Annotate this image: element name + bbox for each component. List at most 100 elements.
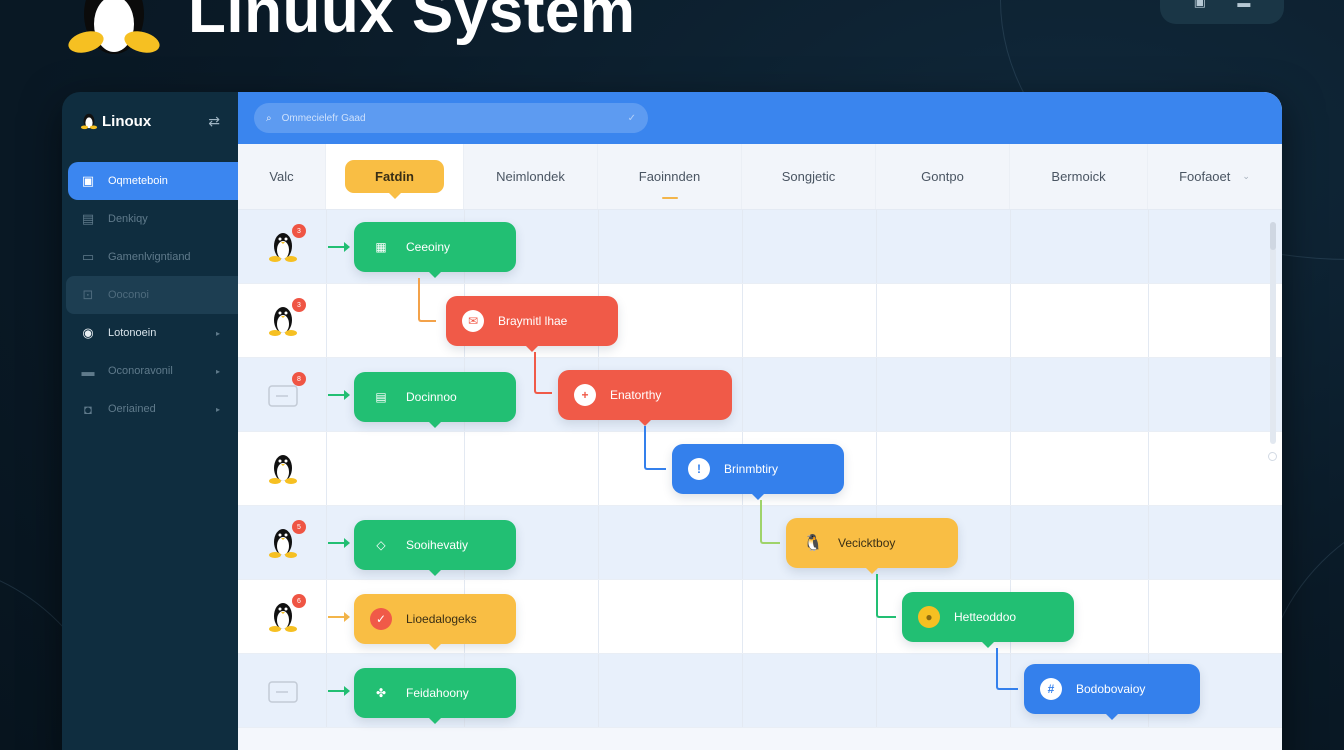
monitor-icon: 8	[266, 372, 306, 412]
sidebar-nav: ▣ Oqmeteboin ▤ Denkiqy ▭ Gamenlvigntiand…	[62, 162, 238, 428]
shield-check-icon: ◇	[376, 538, 386, 552]
penguin-icon	[80, 113, 98, 130]
node-label: Lioedalogeks	[406, 612, 477, 626]
tab-label: Bermoick	[1051, 169, 1106, 184]
node-label: Enatorthy	[610, 388, 662, 402]
column-divider	[1148, 358, 1149, 431]
tab-7[interactable]: Foofaoet⌄	[1148, 144, 1282, 209]
mic-icon[interactable]: ✓	[627, 112, 636, 124]
flow-arrow-icon	[328, 242, 350, 252]
node-label: Feidahoony	[406, 686, 469, 700]
tab-1[interactable]: Fatdin	[326, 144, 464, 209]
workflow-node[interactable]: # Bodobovaioy	[1024, 664, 1200, 720]
sidebar-item-label: Oconoravonil	[108, 365, 173, 377]
column-divider	[1148, 580, 1149, 653]
search-box[interactable]: ⌕ ✓	[254, 103, 648, 133]
workflow-node[interactable]: ! Brinmbtiry	[672, 444, 844, 500]
tab-label: Songjetic	[781, 169, 836, 184]
workflow-node[interactable]: + Enatorthy	[558, 370, 732, 426]
search-icon: ⌕	[266, 112, 272, 124]
node-connector	[644, 426, 666, 470]
column-divider	[326, 358, 327, 431]
column-divider	[1010, 654, 1011, 727]
sidebar-item-label: Ooconoi	[108, 289, 149, 301]
sidebar-toggle-icon[interactable]: ⇄	[208, 112, 220, 129]
app-window: Linoux ⇄ ▣ Oqmeteboin ▤ Denkiqy ▭ Gamenl…	[62, 92, 1282, 750]
search-input[interactable]	[281, 112, 618, 124]
window-controls: ▣ ▬	[1160, 0, 1284, 24]
column-divider	[876, 432, 877, 505]
message-icon: ✉	[462, 310, 484, 332]
hash-icon: #	[1040, 678, 1062, 700]
column-divider	[598, 654, 599, 727]
tab-4[interactable]: Songjetic	[742, 144, 876, 209]
column-divider	[1010, 284, 1011, 357]
sidebar-item-6[interactable]: ◘ Oeriained ▸	[62, 390, 238, 428]
notification-badge: 3	[292, 298, 306, 312]
tab-indicator	[661, 197, 678, 199]
workflow-node[interactable]: ✓ Lioedalogeks	[354, 594, 516, 650]
scrollbar-thumb[interactable]	[1270, 222, 1276, 250]
workflow-node[interactable]: ✤ Feidahoony	[354, 668, 516, 724]
sidebar-item-label: Denkiqy	[108, 213, 148, 225]
column-divider	[742, 284, 743, 357]
sidebar-item-2[interactable]: ▭ Gamenlvigntiand	[62, 238, 238, 276]
sidebar-item-5[interactable]: ▬ Oconoravonil ▸	[62, 352, 238, 390]
notification-badge: 6	[292, 594, 306, 608]
sidebar-item-3[interactable]: ⊡ Ooconoi	[66, 276, 238, 314]
sidebar-item-4[interactable]: ◉ Lotonoein ▸	[62, 314, 238, 352]
workflow-node[interactable]: 🐧 Vecicktboy	[786, 518, 958, 574]
chat-icon: ▤	[375, 390, 387, 404]
check-circle-icon: ✓	[370, 608, 392, 630]
brand: Linoux	[80, 112, 151, 130]
tab-0[interactable]: Valc	[238, 144, 326, 209]
tab-6[interactable]: Bermoick	[1010, 144, 1148, 209]
tab-3[interactable]: Faoinnden	[598, 144, 742, 209]
tab-5[interactable]: Gontpo	[876, 144, 1010, 209]
workflow-node[interactable]: ▤ Docinnoo	[354, 372, 516, 428]
workflow-row: 3	[238, 284, 1282, 358]
tab-label: Fatdin	[345, 160, 444, 199]
column-divider	[326, 432, 327, 505]
node-label: Brinmbtiry	[724, 462, 779, 476]
flow-arrow-icon	[328, 538, 350, 548]
plus-icon: +	[574, 384, 596, 406]
chevron-right-icon: ▸	[215, 404, 220, 414]
folder-icon: ▭	[81, 249, 95, 264]
sidebar-item-1[interactable]: ▤ Denkiqy	[62, 200, 238, 238]
column-divider	[742, 210, 743, 283]
workflow-node[interactable]: ✉ Braymitl lhae	[446, 296, 618, 352]
grid-icon: ▦	[375, 240, 387, 254]
node-label: Braymitl lhae	[498, 314, 568, 328]
column-divider	[876, 654, 877, 727]
workflow-node[interactable]: ◇ Sooihevatiy	[354, 520, 516, 576]
window-icon[interactable]: ▣	[1193, 0, 1206, 9]
notification-badge: 8	[292, 372, 306, 386]
node-label: Sooihevatiy	[406, 538, 469, 552]
penguin-icon: 🐧	[803, 535, 823, 552]
penguin-icon	[266, 452, 300, 486]
node-label: Hetteoddoo	[954, 610, 1017, 624]
column-divider	[1010, 506, 1011, 579]
penguin-icon: 3	[266, 298, 306, 338]
chevron-down-icon[interactable]: ⌄	[1242, 171, 1250, 181]
sidebar-item-label: Gamenlvigntiand	[108, 251, 191, 263]
sidebar-item-label: Lotonoein	[108, 327, 157, 339]
coin-icon: ●	[918, 606, 940, 628]
tab-2[interactable]: Neimlondek	[464, 144, 598, 209]
minimize-icon[interactable]: ▬	[1237, 0, 1251, 10]
column-divider	[742, 358, 743, 431]
sidebar-item-0[interactable]: ▣ Oqmeteboin	[68, 162, 238, 200]
vertical-scrollbar[interactable]	[1270, 222, 1276, 444]
workflow-node[interactable]: ▦ Ceeoiny	[354, 222, 516, 278]
chevron-right-icon: ▸	[215, 366, 220, 376]
sidebar: Linoux ⇄ ▣ Oqmeteboin ▤ Denkiqy ▭ Gamenl…	[62, 92, 238, 750]
notification-badge: 3	[292, 224, 306, 238]
workflow-node[interactable]: ● Hetteoddoo	[902, 592, 1074, 648]
column-divider	[1010, 432, 1011, 505]
column-divider	[742, 654, 743, 727]
monitor-icon	[266, 674, 300, 708]
